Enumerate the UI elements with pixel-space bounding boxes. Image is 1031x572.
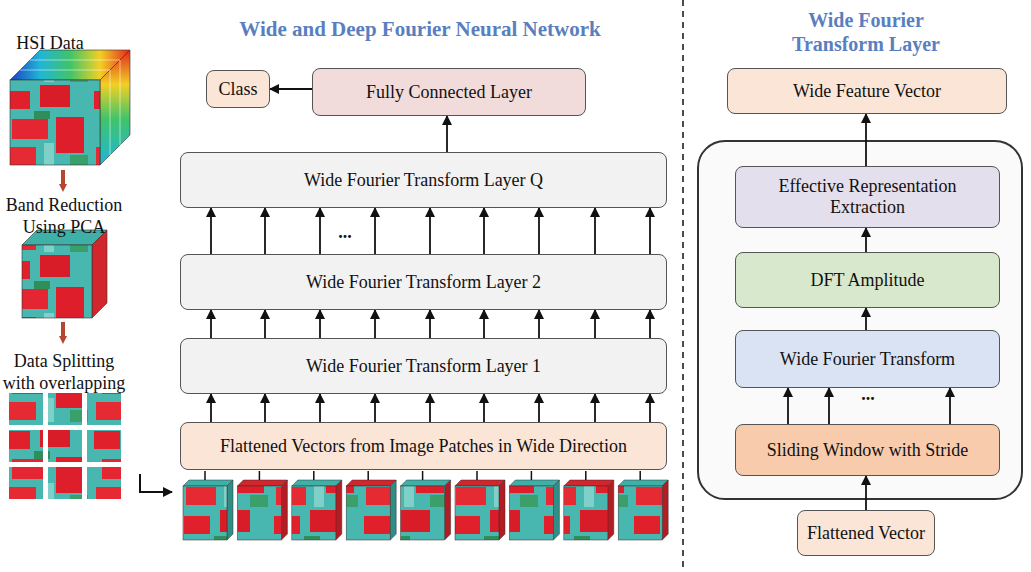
arrow-connector bbox=[649, 394, 651, 422]
arrow-connector bbox=[374, 310, 376, 338]
box-text: Flattened Vector bbox=[807, 523, 925, 544]
process-box: Wide Fourier Transform bbox=[735, 330, 1000, 388]
arrow-connector bbox=[210, 310, 212, 338]
box-text: Wide Fourier Transform Layer Q bbox=[304, 170, 543, 191]
box-text: Wide Feature Vector bbox=[793, 81, 941, 102]
arrow-connector bbox=[264, 208, 266, 254]
ellipsis: ... bbox=[848, 384, 888, 406]
wft-layer-box: Wide Fourier Transform Layer Q bbox=[180, 152, 667, 208]
box-text: Flattened Vectors from Image Patches in … bbox=[220, 436, 627, 457]
box-text: Wide Fourier Transform Layer 1 bbox=[306, 356, 541, 377]
arrow-connector bbox=[649, 208, 651, 254]
arrow-connector bbox=[446, 116, 448, 152]
arrow-connector bbox=[210, 394, 212, 422]
box-text: Effective Representation Extraction bbox=[766, 176, 969, 217]
arrow-connector bbox=[270, 88, 312, 90]
arrow-connector bbox=[865, 308, 867, 330]
output-box: Class bbox=[206, 70, 270, 108]
box-text: Wide Fourier Transform bbox=[780, 349, 955, 370]
arrow-connector bbox=[319, 310, 321, 338]
arrow-connector bbox=[483, 310, 485, 338]
process-box: DFT Amplitude bbox=[735, 252, 1000, 308]
arrow-connector bbox=[483, 208, 485, 254]
arrow-connector bbox=[319, 208, 321, 254]
arrow-connector bbox=[538, 394, 540, 422]
arrow-connector bbox=[949, 388, 951, 424]
wft-layer-box: Wide Fourier Transform Layer 1 bbox=[180, 338, 667, 394]
arrow-connector bbox=[594, 208, 596, 254]
process-box: Effective Representation Extraction bbox=[735, 166, 1000, 228]
box-text: Sliding Window with Stride bbox=[767, 440, 968, 461]
arrow-connector bbox=[538, 310, 540, 338]
figure-label: Data Splitting with overlapping bbox=[0, 351, 128, 394]
fc-layer-box: Fully Connected Layer bbox=[312, 68, 586, 116]
figure-label: Band Reduction Using PCA bbox=[0, 195, 128, 238]
arrow-connector bbox=[429, 310, 431, 338]
ellipsis: ... bbox=[325, 222, 365, 244]
arrow-connector bbox=[828, 388, 830, 424]
arrow-connector bbox=[374, 394, 376, 422]
input-box: Flattened Vector bbox=[797, 510, 935, 556]
arrow-connector bbox=[483, 394, 485, 422]
arrow-connector bbox=[429, 394, 431, 422]
box-text: Class bbox=[218, 79, 257, 100]
arrow-connector bbox=[594, 394, 596, 422]
diagram-title: Wide and Deep Fourier Neural Network bbox=[180, 17, 660, 42]
output-box: Wide Feature Vector bbox=[727, 68, 1007, 114]
arrow-connector bbox=[374, 208, 376, 254]
panel-title: Wide Fourier Transform Layer bbox=[776, 8, 956, 56]
arrow-connector bbox=[865, 228, 867, 252]
box-text: Fully Connected Layer bbox=[366, 82, 532, 103]
arrow-connector bbox=[264, 394, 266, 422]
arrow-connector bbox=[594, 310, 596, 338]
arrow-connector bbox=[865, 476, 867, 510]
arrow-connector bbox=[649, 310, 651, 338]
arrow-connector bbox=[429, 208, 431, 254]
box-text: Wide Fourier Transform Layer 2 bbox=[306, 272, 541, 293]
arrow-connector bbox=[210, 208, 212, 254]
box-text: DFT Amplitude bbox=[810, 270, 924, 291]
arrow-connector bbox=[319, 394, 321, 422]
figure-label: HSI Data bbox=[0, 33, 100, 55]
arrow-connector bbox=[264, 310, 266, 338]
arrow-connector bbox=[865, 114, 867, 166]
arrow-connector bbox=[538, 208, 540, 254]
wft-layer-box: Wide Fourier Transform Layer 2 bbox=[180, 254, 667, 310]
arrow-connector bbox=[787, 388, 789, 424]
process-box: Sliding Window with Stride bbox=[735, 424, 1000, 476]
input-box: Flattened Vectors from Image Patches in … bbox=[180, 422, 667, 470]
